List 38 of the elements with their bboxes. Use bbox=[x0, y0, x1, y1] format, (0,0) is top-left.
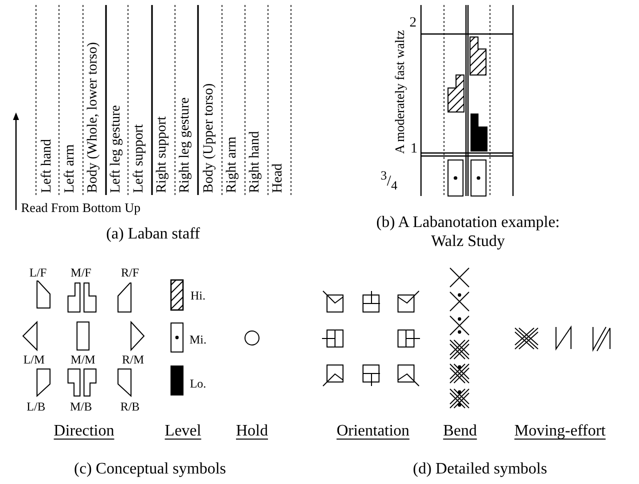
reading-direction-note: Read From Bottom Up bbox=[21, 201, 141, 215]
column-label: Head bbox=[272, 163, 286, 193]
column-label: Body (Upper torso) bbox=[202, 83, 218, 193]
direction-label: L/F bbox=[29, 266, 47, 280]
direction-label: M/M bbox=[70, 354, 96, 366]
direction-label: R/M bbox=[122, 354, 144, 366]
direction-label: L/M bbox=[23, 354, 45, 366]
column-label: Right leg gesture bbox=[178, 97, 194, 193]
category-heading: Level bbox=[164, 424, 202, 440]
direction-label: M/B bbox=[70, 400, 92, 414]
level-label: Lo. bbox=[190, 378, 206, 390]
direction-label: R/F bbox=[121, 266, 139, 280]
direction-label: R/B bbox=[120, 400, 140, 414]
tempo-marking: A moderately fast waltz bbox=[393, 30, 407, 154]
figure-caption: (b) A Labanotation example: Walz Study bbox=[375, 212, 561, 252]
level-label: Mi. bbox=[190, 334, 206, 346]
column-label: Right support bbox=[156, 116, 170, 193]
level-label: Hi. bbox=[190, 290, 206, 302]
direction-label: M/F bbox=[70, 266, 92, 280]
column-label: Left arm bbox=[64, 144, 78, 193]
category-heading: Moving-effort bbox=[514, 424, 606, 440]
measure-number: 1 bbox=[410, 142, 418, 158]
measure-number: 2 bbox=[410, 16, 416, 32]
direction-label: L/B bbox=[26, 400, 46, 414]
column-label: Right arm bbox=[226, 136, 240, 193]
figure-caption: (d) Detailed symbols bbox=[412, 462, 548, 478]
category-heading: Hold bbox=[236, 424, 268, 440]
figure-caption: (a) Laban staff bbox=[106, 226, 200, 244]
column-label: Left support bbox=[132, 124, 148, 193]
category-heading: Direction bbox=[54, 424, 114, 440]
column-label: Left leg gesture bbox=[110, 105, 124, 193]
figure-caption: (c) Conceptual symbols bbox=[74, 462, 226, 478]
column-label: Left hand bbox=[40, 138, 56, 193]
category-heading: Bend bbox=[443, 424, 477, 440]
column-label: Right hand bbox=[248, 131, 264, 193]
time-signature: $^{3}$/$_{4}$ bbox=[380, 169, 398, 193]
category-heading: Orientation bbox=[336, 424, 410, 440]
column-label: Body (Whole, lower torso) bbox=[86, 42, 102, 193]
